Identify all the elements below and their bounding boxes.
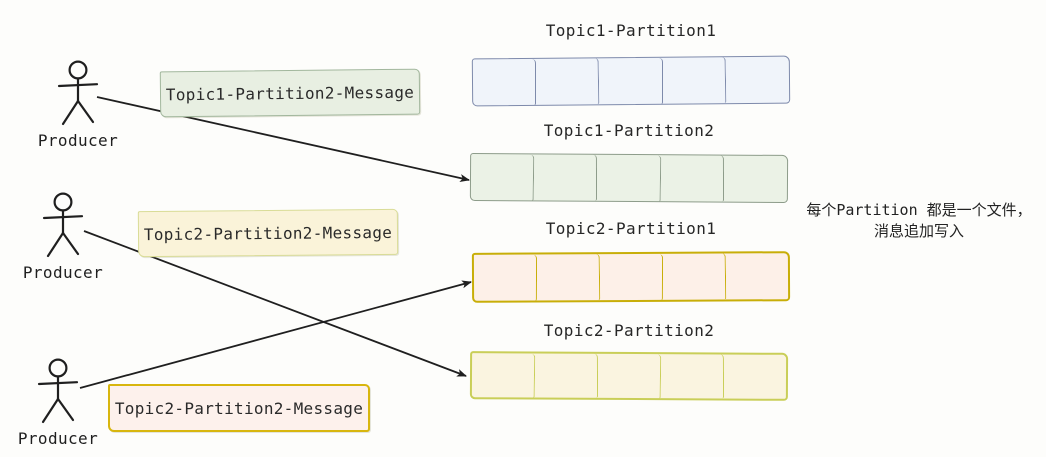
message-box-topic1-partition2: Topic1-Partition2-Message: [159, 68, 421, 118]
producer-label: Producer: [22, 263, 104, 282]
partition-cell: [597, 154, 662, 202]
partition-cell: [599, 57, 664, 104]
stick-figure-icon: [57, 60, 99, 126]
partition-cell: [727, 57, 789, 103]
partition-title-topic2-partition1: Topic2-Partition1: [545, 219, 717, 238]
partition-cell: [660, 354, 725, 399]
partition-cell: [661, 155, 725, 202]
partition-title-topic1-partition1: Topic1-Partition1: [545, 21, 717, 40]
partition-cell: [534, 154, 598, 201]
partition-cell: [724, 354, 787, 399]
arrow-producer3-to-topic2-partition1: [79, 280, 472, 389]
annotation-note: 每个Partition 都是一个文件， 消息追加写入: [793, 200, 1045, 242]
partition-cell: [662, 56, 727, 104]
partition-title-topic1-partition2: Topic1-Partition2: [543, 121, 715, 140]
partition-row-topic2-partition1: [471, 251, 791, 303]
partition-cell: [536, 253, 601, 301]
producer-label: Producer: [17, 429, 99, 448]
partition-cell: [724, 155, 787, 202]
partition-row-topic1-partition2: [469, 153, 789, 203]
partition-cell: [662, 253, 727, 301]
partition-row-topic1-partition1: [471, 55, 791, 107]
stick-figure-icon: [37, 358, 79, 424]
partition-row-topic2-partition2: [469, 351, 789, 401]
producer-label: Producer: [37, 131, 119, 150]
partition-cell: [597, 353, 662, 399]
partition-title-topic2-partition2: Topic2-Partition2: [543, 321, 715, 340]
stick-figure-icon: [42, 192, 84, 258]
producer-3: Producer: [0, 358, 118, 448]
message-label: Topic2-Partition2-Message: [143, 222, 393, 244]
partition-cell: [536, 58, 601, 106]
partition-cell: [473, 59, 537, 106]
message-box-topic2-partition2-a: Topic2-Partition2-Message: [137, 208, 399, 258]
message-label: Topic2-Partition2-Message: [114, 398, 364, 418]
annotation-line-1: 每个Partition 都是一个文件，: [806, 201, 1032, 219]
partition-cell: [470, 153, 535, 201]
message-label: Topic1-Partition2-Message: [165, 82, 415, 104]
partition-cell: [471, 352, 536, 398]
producer-1: Producer: [18, 60, 138, 150]
partition-cell: [473, 254, 538, 301]
annotation-line-2: 消息追加写入: [873, 222, 964, 240]
message-box-topic2-partition2-b: Topic2-Partition2-Message: [108, 384, 370, 432]
producer-2: Producer: [3, 192, 123, 282]
partition-cell: [726, 253, 788, 299]
partition-cell: [599, 253, 664, 301]
partition-cell: [534, 353, 599, 398]
